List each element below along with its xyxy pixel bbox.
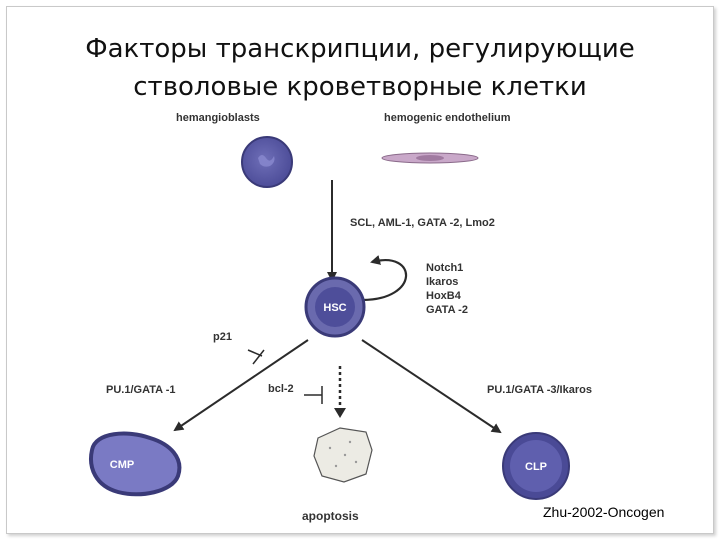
apoptotic-cell [313,427,373,483]
page-title: Факторы транскрипции, регулирующие ствол… [0,30,720,106]
cmp-cell: CMP [89,431,182,497]
hemogenic-endothelium-label: hemogenic endothelium [384,112,511,124]
apoptosis-label: apoptosis [302,509,359,523]
self-renewal-factor-4: GATA -2 [426,304,468,316]
bcl2-label: bcl-2 [268,383,294,395]
title-line-1: Факторы транскрипции, регулирующие [85,34,635,64]
slide-frame [6,6,714,534]
clp-label: CLP [525,461,547,473]
citation-label: Zhu-2002-Oncogen [543,504,665,520]
p21-inhibitor-symbol [247,349,265,365]
self-renewal-factor-1: Notch1 [426,262,463,274]
arrow-to-cmp [173,339,309,432]
clp-factors-label: PU.1/GATA -3/Ikaros [487,384,592,396]
title-line-2: стволовые кроветворные клетки [133,72,587,102]
clp-cell: CLP [502,432,570,500]
hsc-label: HSC [323,302,346,314]
hsc-cell: HSC [304,276,366,338]
self-renewal-factor-3: HoxB4 [426,290,462,302]
endothelium-cell [381,152,479,164]
self-renewal-arrow [361,255,408,302]
hemangioblasts-label: hemangioblasts [176,112,260,124]
cmp-label: CMP [110,459,134,471]
self-renewal-factor-2: Ikaros [426,276,458,288]
apoptosis-arrowhead [334,408,346,418]
hemangioblast-cell [241,136,293,188]
p21-label: p21 [213,331,232,343]
hsc-factors-label: SCL, AML-1, GATA -2, Lmo2 [350,217,495,229]
arrow-to-clp [361,339,502,434]
cmp-factors-label: PU.1/GATA -1 [106,384,175,396]
bcl2-inhibitor-symbol [304,386,323,404]
